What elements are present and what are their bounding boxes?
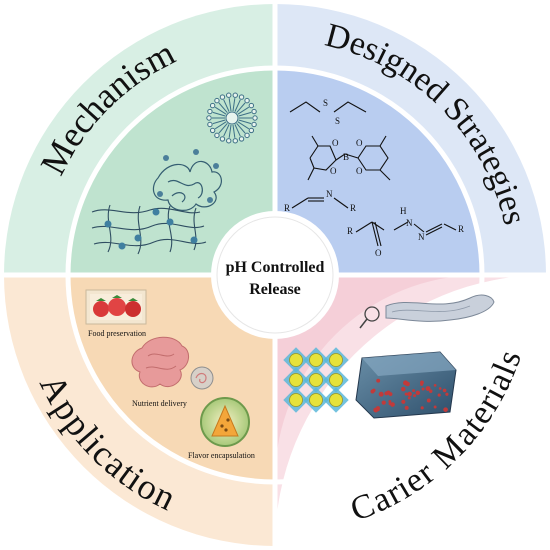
atom-n2: N [406, 218, 413, 228]
atom-n1: N [326, 189, 333, 199]
atom-b: B [343, 152, 349, 162]
atom-o3: O [356, 138, 363, 148]
hydrazone-structure [355, 221, 457, 247]
atom-o2: O [330, 166, 337, 176]
micelle-illustration [206, 92, 258, 144]
label-flavor-encapsulation: Flavor encapsulation [188, 451, 255, 460]
nutrient-capsule-illustration [190, 366, 214, 390]
melon-flavor-illustration [200, 397, 250, 447]
intestine-illustration [131, 336, 189, 388]
atom-s1: S [323, 98, 328, 108]
mof-crystal-illustration [283, 347, 349, 413]
center-circle-inner [216, 216, 334, 334]
atom-r2: R [350, 203, 356, 213]
atom-o5: O [375, 248, 382, 258]
atom-n3: N [418, 232, 425, 242]
atom-r3: R [347, 226, 353, 236]
atom-r1: R [284, 203, 290, 213]
center-title-line1: pH Controlled [226, 259, 325, 276]
quadrant-strategies-inner [275, 70, 480, 275]
network-crosslinks [104, 208, 198, 250]
atom-h: H [400, 206, 407, 216]
disulfide-structure [289, 101, 367, 113]
polymer-coil-illustration [152, 160, 222, 211]
imine-structure [291, 197, 349, 209]
quadrant-materials-outer [275, 275, 546, 546]
atom-r4: R [458, 224, 464, 234]
label-nutrient-delivery: Nutrient delivery [132, 399, 187, 408]
atom-o4: O [356, 166, 363, 176]
label-food-preservation: Food preservation [88, 329, 146, 338]
strawberry-box-illustration [85, 289, 147, 325]
center-title-line2: Release [249, 281, 301, 298]
hydrogel-particles [370, 378, 449, 413]
fiber-tube-illustration [359, 294, 495, 329]
atom-s2: S [335, 116, 340, 126]
coil-beads [157, 149, 219, 203]
atom-o1: O [332, 138, 339, 148]
quadrant-materials-inner [275, 275, 480, 480]
boronate-ester-structure [307, 135, 391, 181]
quadrant-mechanism-inner [70, 70, 275, 275]
